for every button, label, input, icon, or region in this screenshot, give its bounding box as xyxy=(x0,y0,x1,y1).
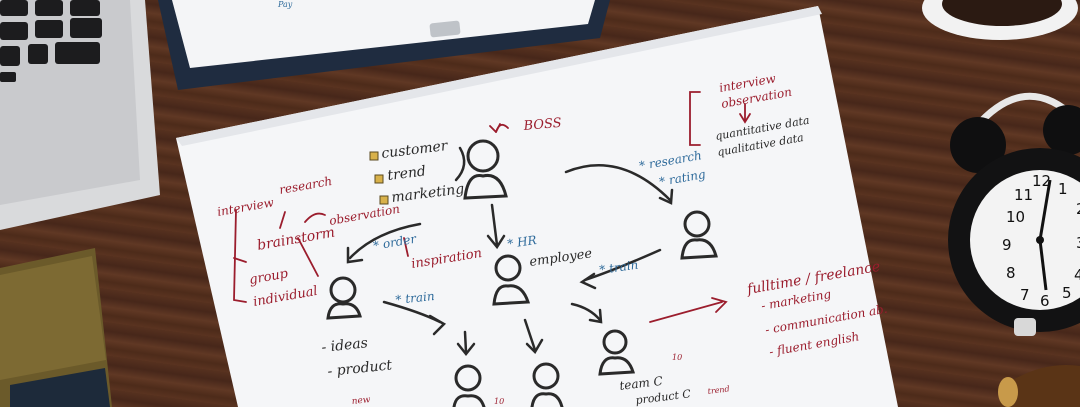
bottom-product: - product xyxy=(327,357,393,380)
clock-num-6: 6 xyxy=(1040,292,1050,310)
bottom-team: team C xyxy=(619,374,664,393)
clock-num-7: 7 xyxy=(1020,286,1030,304)
clock-num-12: 12 xyxy=(1032,172,1051,190)
right-train: * train xyxy=(598,258,639,277)
left-train: * train xyxy=(395,289,435,307)
clock-num-1: 1 xyxy=(1058,180,1068,198)
center-hr: * HR xyxy=(506,233,537,251)
note-trend: trend xyxy=(387,163,427,184)
red-arrows xyxy=(233,91,751,323)
clock-num-5: 5 xyxy=(1062,284,1072,302)
clock-num-8: 8 xyxy=(1006,264,1016,282)
clock-num-11: 11 xyxy=(1014,186,1033,204)
bottom-new: new xyxy=(351,395,371,407)
laptop xyxy=(0,0,160,230)
coffee-cup xyxy=(922,0,1078,40)
left-group: group xyxy=(248,266,290,288)
alarm-clock: 12 1 2 9 10 11 8 7 6 5 4 3 xyxy=(948,92,1080,336)
wax-stamp xyxy=(998,364,1080,407)
bottom-trend: trend xyxy=(707,384,730,396)
clipboard: Pay xyxy=(158,0,610,90)
notebook xyxy=(0,248,112,407)
bottom-num-10: 10 xyxy=(672,353,682,362)
clipboard-scribble: Pay xyxy=(277,0,293,9)
black-arrows xyxy=(346,146,674,357)
note-bullets xyxy=(369,151,389,205)
bottom-num-10b: 10 xyxy=(494,397,504,406)
bottom-ideas: - ideas xyxy=(321,335,369,356)
clock-num-9: 9 xyxy=(1002,236,1012,254)
clock-num-10: 10 xyxy=(1006,208,1025,226)
boss-label: BOSS xyxy=(522,116,562,134)
diagram-text: BOSS customer trend marketing interview … xyxy=(216,71,888,407)
clock-num-4: 4 xyxy=(1074,266,1080,284)
clock-num-3: 3 xyxy=(1076,234,1080,252)
clock-num-2: 2 xyxy=(1076,200,1080,218)
people-icons xyxy=(326,139,718,407)
